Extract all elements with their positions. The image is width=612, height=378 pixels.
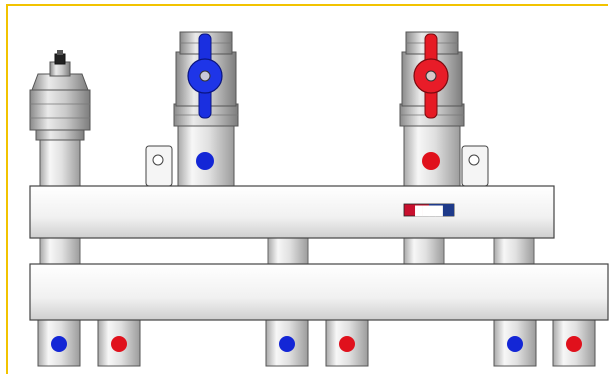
outlet-pipe-3 — [265, 317, 309, 367]
brand-label-text: ████ — [414, 205, 444, 217]
mounting-bracket-right — [461, 145, 489, 187]
air-vent — [29, 50, 91, 189]
outlet-pipe-1 — [37, 317, 81, 367]
outlet-pipe-2 — [97, 317, 141, 367]
hot-marker-icon — [566, 336, 582, 352]
hot-ball-valve — [399, 31, 465, 187]
cold-marker-icon — [507, 336, 523, 352]
image-frame — [6, 4, 608, 374]
mounting-bracket-left — [145, 145, 173, 187]
cold-marker-icon — [279, 336, 295, 352]
connector-pipes — [39, 235, 535, 269]
outlet-pipe-4 — [325, 317, 369, 367]
outlet-pipes — [37, 317, 596, 367]
outlet-pipe-5 — [493, 317, 537, 367]
cold-marker-icon — [51, 336, 67, 352]
brand-label: ████ — [403, 203, 455, 217]
hot-marker-icon — [422, 152, 440, 170]
cold-ball-valve — [173, 31, 239, 187]
outlet-pipe-6 — [552, 317, 596, 367]
hot-marker-icon — [111, 336, 127, 352]
upper-manifold-bar — [29, 185, 555, 239]
cold-marker-icon — [196, 152, 214, 170]
lower-manifold-bar — [29, 263, 609, 321]
hot-marker-icon — [339, 336, 355, 352]
